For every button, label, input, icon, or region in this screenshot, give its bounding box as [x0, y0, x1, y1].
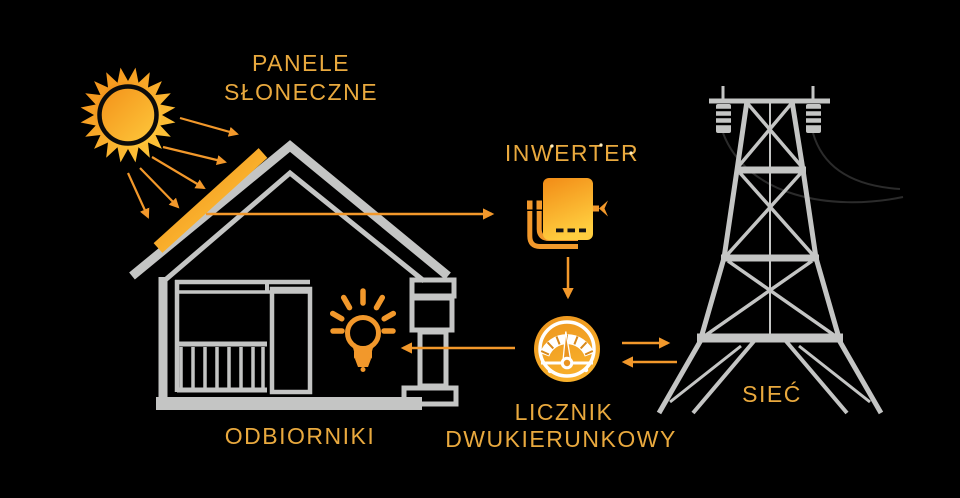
lightbulb-icon [329, 288, 397, 372]
meter-tick [540, 350, 550, 356]
tower-left-chord [698, 100, 750, 339]
meter-tick [555, 336, 561, 345]
meter-tick [584, 350, 594, 356]
label-grid: SIEĆ [742, 381, 802, 407]
sun-disc [94, 81, 162, 149]
label-meter-line1: LICZNIK [515, 399, 614, 425]
bulb-glass [345, 315, 381, 351]
cable-outer [527, 211, 578, 249]
knob [599, 200, 608, 217]
flow-arrows [206, 208, 677, 368]
tower-right-chord [789, 100, 842, 339]
label-inverter-sparkles [550, 143, 633, 155]
insulator-ribs [804, 108, 823, 126]
power-wire [722, 132, 904, 204]
insulator [806, 104, 821, 133]
meter-tick [546, 341, 555, 350]
sun-ray-arrow [179, 116, 239, 137]
sun-ring [97, 84, 159, 146]
lightbulb-ray [373, 294, 386, 311]
sun-icon [80, 67, 176, 163]
power-wire [812, 132, 901, 190]
sun-rays [126, 116, 239, 219]
bulb-neck [368, 343, 374, 352]
foundation [156, 397, 422, 410]
roof-outer [129, 140, 451, 280]
railing-balusters [179, 347, 265, 390]
meter-tick [573, 336, 579, 345]
bulb-base-tip [355, 359, 371, 367]
meter-tick [579, 341, 588, 350]
lightbulb-rays [329, 288, 397, 334]
door [269, 286, 313, 395]
lightbulb-ray [340, 294, 353, 311]
label-solar-panels-line2: SŁONECZNE [224, 79, 378, 105]
cable-cap [536, 200, 542, 210]
lightbulb-ray [381, 310, 397, 322]
tower-cross-braces [704, 102, 836, 337]
vent-slot [567, 228, 575, 233]
sun-ray-arrow [151, 156, 206, 190]
inverter-body [543, 178, 593, 240]
lightbulb-ray [329, 310, 345, 322]
transmission-tower-icon [656, 86, 904, 415]
tower-legs [656, 338, 884, 415]
bulb-neck [352, 343, 358, 352]
bulb-contact [360, 367, 366, 372]
cable-cap [527, 200, 533, 210]
inverter-icon [527, 178, 608, 249]
meter-ticks [540, 334, 594, 356]
meter-ring [538, 320, 596, 378]
meter-screw [583, 367, 589, 373]
sun-ray-arrow [162, 145, 227, 166]
vent-slot [579, 228, 586, 233]
vent-slot [556, 228, 564, 233]
bulb-base [354, 350, 372, 359]
label-meter-line2: DWUKIERUNKOWY [445, 426, 677, 452]
label-inverter: INWERTER [505, 140, 639, 166]
sun-ray-arrow [126, 172, 150, 219]
solar-panel-roof-icon [153, 148, 268, 253]
label-solar-panels-line1: PANELE [252, 50, 350, 76]
right-wall-base [401, 385, 459, 407]
analog-meter-icon [534, 316, 600, 382]
knob-stem [593, 205, 599, 212]
label-consumers: ODBIORNIKI [225, 423, 375, 449]
insulator-ribs [714, 108, 733, 126]
meter-screw [547, 368, 553, 374]
roof-inner [162, 169, 426, 283]
house-cutaway [129, 140, 459, 410]
meter-pivot-dot [563, 359, 571, 367]
sun-ray-arrow [139, 167, 180, 209]
insulator [716, 104, 731, 133]
